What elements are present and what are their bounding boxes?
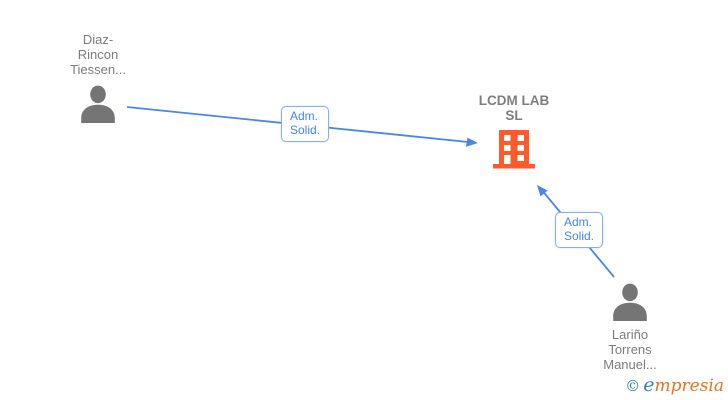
- logo-brand-initial: e: [643, 374, 655, 396]
- copyright-icon: ©: [625, 377, 641, 395]
- arrowhead-icon: [537, 185, 548, 197]
- empresia-logo[interactable]: ©empresia: [625, 375, 724, 396]
- node-label: Lariño Torrens Manuel...: [603, 327, 657, 372]
- edge-label-adm-solid-1[interactable]: Adm. Solid.: [281, 106, 330, 142]
- logo-brand-text: mpresia: [654, 376, 725, 396]
- building-icon[interactable]: [493, 130, 535, 169]
- node-person-diaz-rincon[interactable]: Diaz- Rincon Tiessen...: [48, 32, 148, 125]
- node-person-larino-torrens[interactable]: Lariño Torrens Manuel...: [580, 283, 680, 372]
- node-company-lcdm-lab-sl[interactable]: LCDM LAB SL: [464, 93, 564, 169]
- node-label: Diaz- Rincon Tiessen...: [70, 32, 126, 77]
- person-icon[interactable]: [608, 283, 652, 323]
- edge-label-adm-solid-2[interactable]: Adm. Solid.: [555, 212, 604, 248]
- person-icon[interactable]: [76, 85, 120, 125]
- node-label: LCDM LAB SL: [478, 93, 550, 123]
